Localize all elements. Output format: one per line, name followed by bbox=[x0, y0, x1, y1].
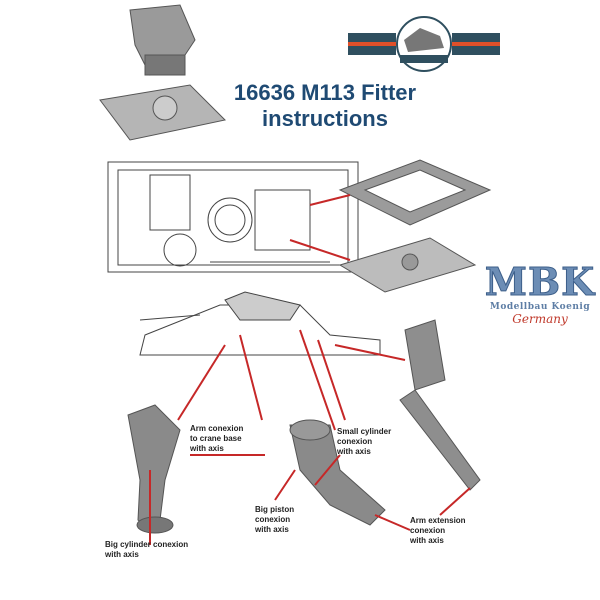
mbk-logo-country: Germany bbox=[512, 312, 568, 326]
label-line: Small cylinder bbox=[337, 427, 392, 436]
label-line: to crane base bbox=[190, 434, 242, 443]
label-line: Big piston bbox=[255, 505, 295, 514]
arm-extension-render bbox=[399, 389, 481, 491]
label-big-cylinder: Big cylinder conexion with axis bbox=[105, 540, 188, 560]
label-line: conexion bbox=[410, 526, 446, 535]
top-plate-render bbox=[99, 84, 227, 141]
hull-side-view-blueprint bbox=[139, 291, 381, 356]
title-line-1: 16636 M113 Fitter bbox=[233, 80, 417, 105]
hull-top-view-blueprint bbox=[107, 161, 359, 273]
label-line: conexion bbox=[337, 437, 373, 446]
big-piston-render bbox=[289, 419, 386, 526]
brand-logo bbox=[348, 16, 500, 72]
arm-conexion-render bbox=[127, 404, 181, 534]
box-part-render bbox=[404, 319, 446, 391]
label-line: with axis bbox=[410, 536, 444, 545]
title-line-2: instructions bbox=[262, 106, 388, 131]
leader-lines bbox=[149, 194, 471, 545]
label-arm-extension: Arm extension conexion with axis bbox=[410, 516, 466, 546]
label-line: Arm conexion bbox=[190, 424, 244, 433]
hatch-plate-render bbox=[338, 237, 477, 293]
frame-part-render bbox=[338, 159, 492, 226]
mbk-logo-main: MBK bbox=[484, 259, 596, 304]
label-arm-conexion: Arm conexion to crane base with axis bbox=[190, 424, 243, 454]
label-line: with axis bbox=[105, 550, 139, 559]
label-line: Big cylinder conexion bbox=[105, 540, 189, 549]
label-big-piston: Big piston conexion with axis bbox=[255, 505, 294, 535]
mbk-logo: MBK Modellbau Koenig Germany bbox=[480, 259, 600, 326]
crane-part-render bbox=[129, 4, 196, 76]
page-title: 16636 M113 Fitter instructions bbox=[215, 80, 435, 132]
label-line: conexion bbox=[255, 515, 291, 524]
label-small-cylinder: Small cylinder conexion with axis bbox=[337, 427, 391, 457]
mbk-logo-sub: Modellbau Koenig bbox=[489, 302, 591, 312]
label-line: with axis bbox=[255, 525, 289, 534]
label-line: with axis bbox=[337, 447, 371, 456]
label-line: with axis bbox=[190, 444, 224, 453]
label-line: Arm extension bbox=[410, 516, 466, 525]
